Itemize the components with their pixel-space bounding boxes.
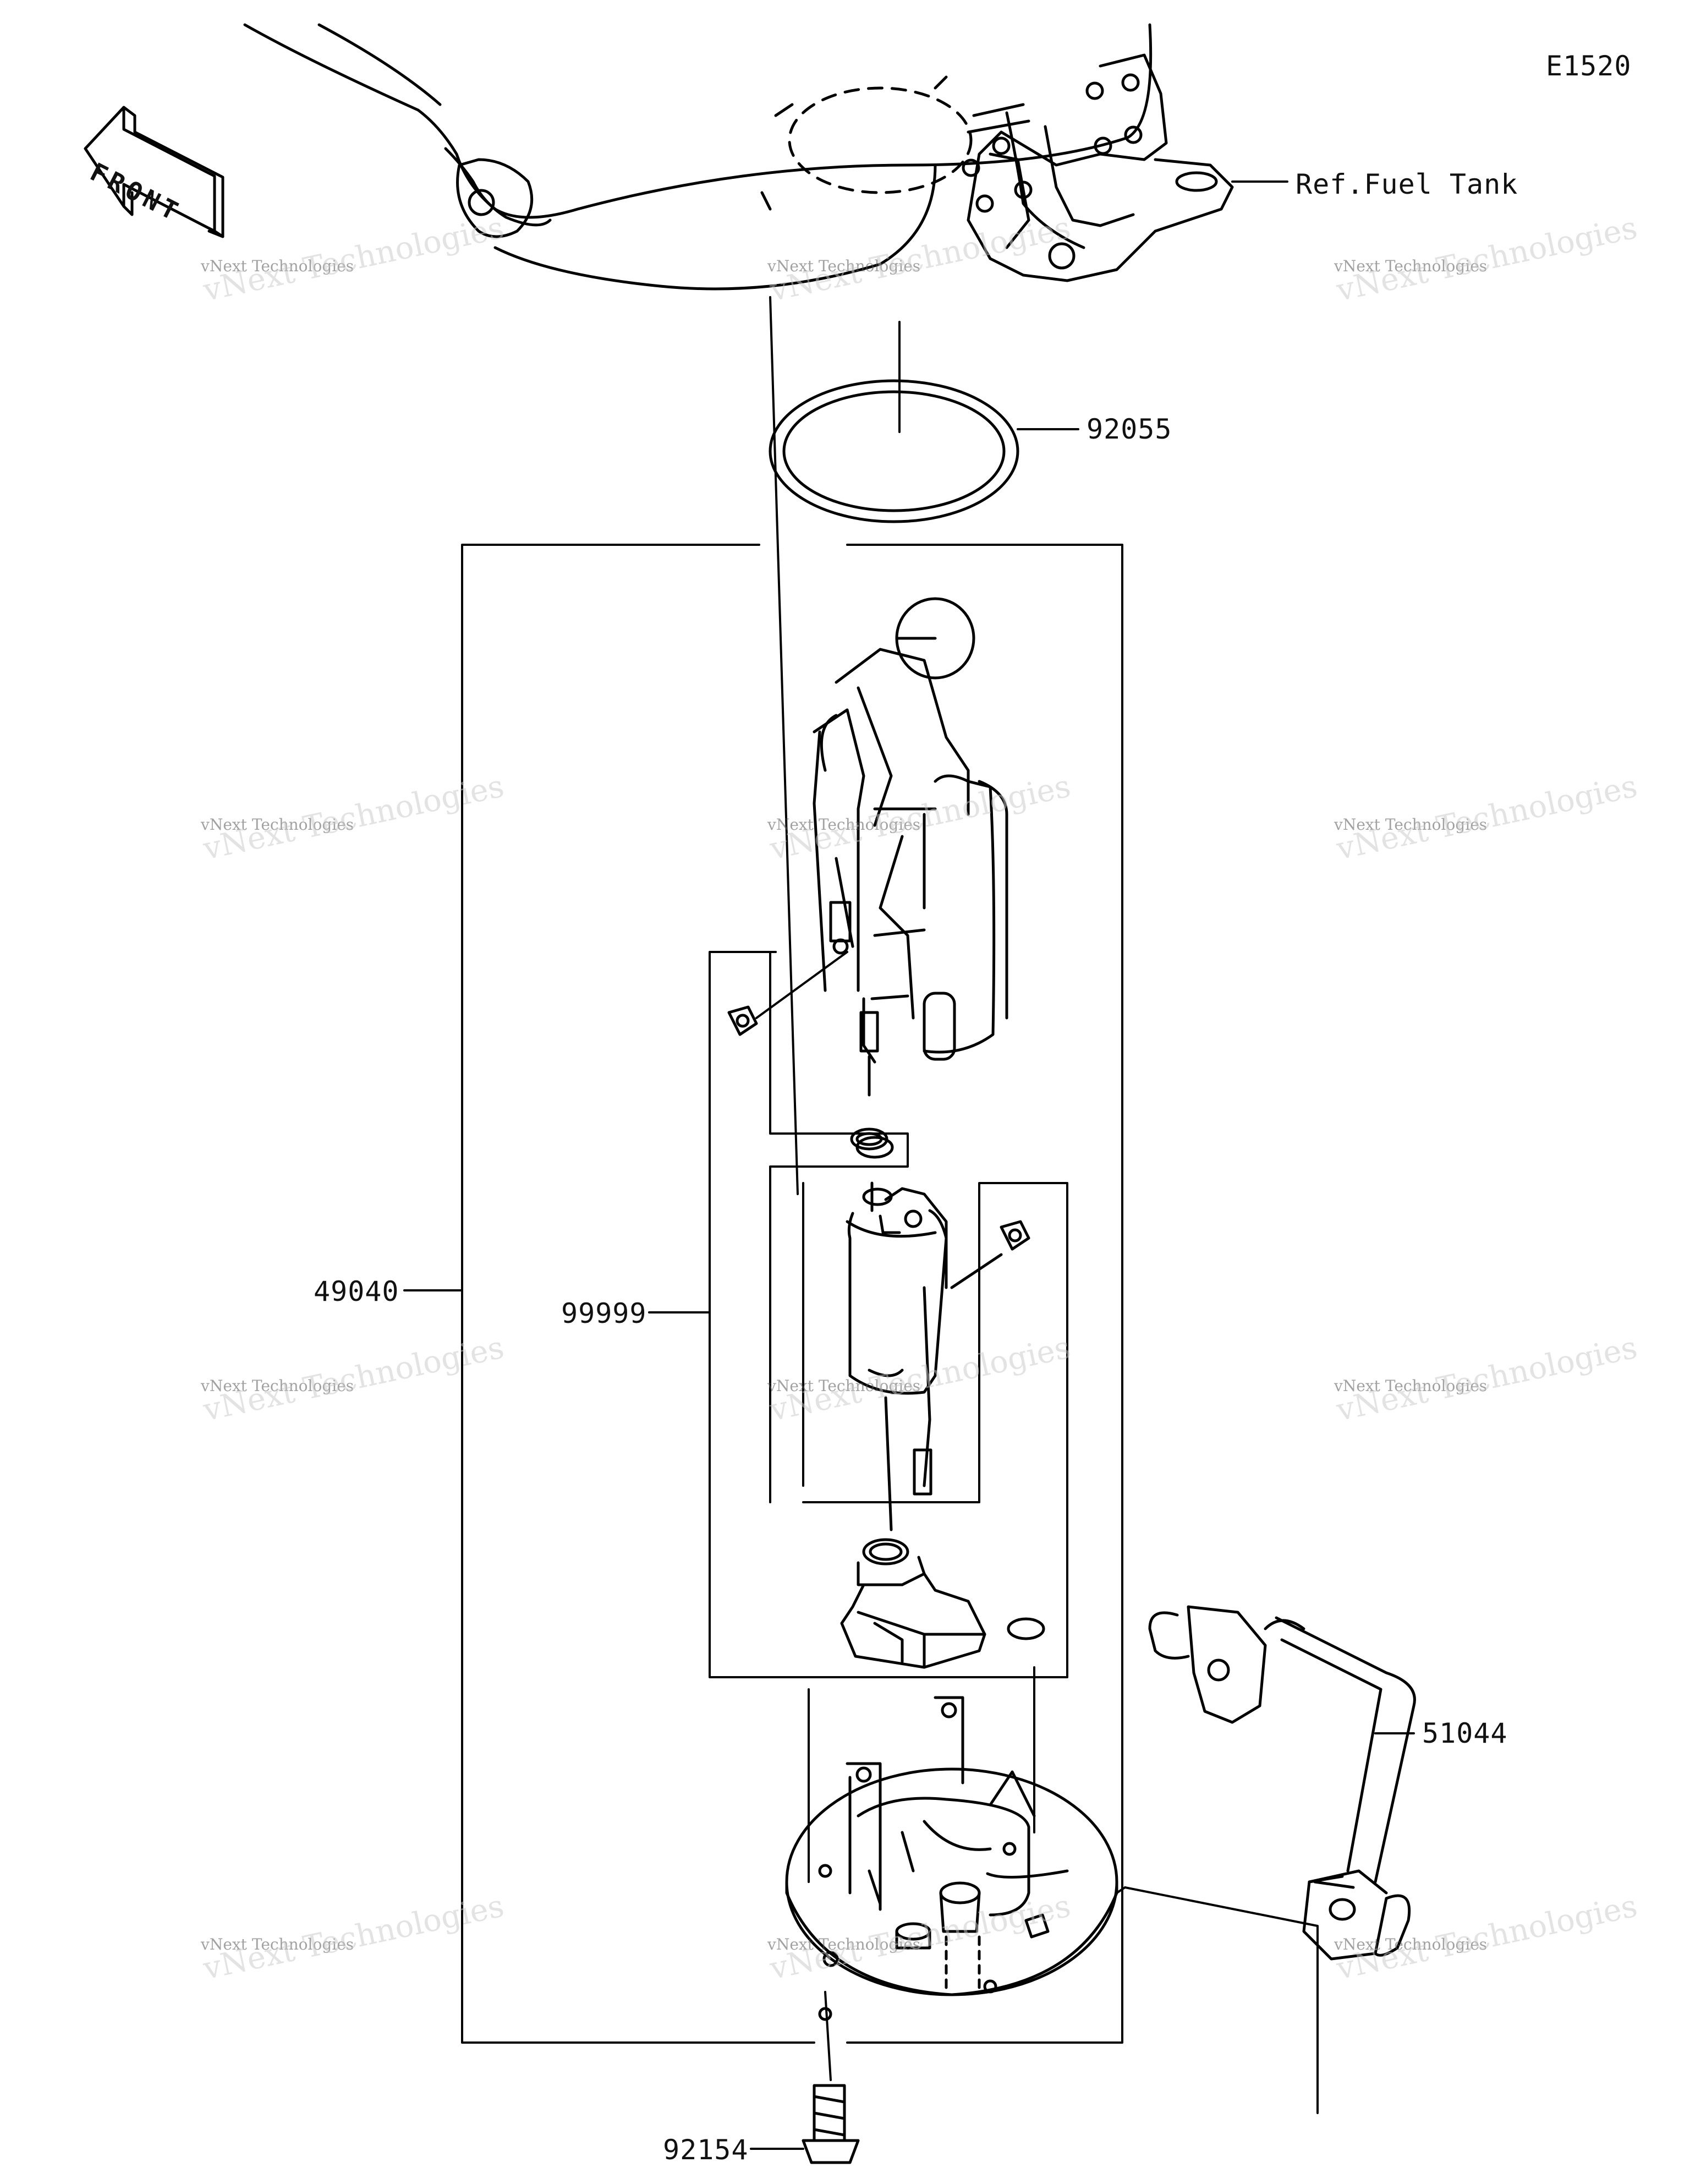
pump-assembly-frame <box>403 544 1123 2044</box>
o-ring-92055 <box>769 321 1079 523</box>
fuel-tank <box>243 23 1288 291</box>
ref-fuel-tank-label: Ref.Fuel Tank <box>1296 168 1518 200</box>
callout-99999: 99999 <box>561 1298 647 1329</box>
pump-kit-frame <box>648 951 1068 1678</box>
pump-regulator <box>840 1396 986 1669</box>
front-arrow-icon <box>84 106 224 238</box>
callout-49040: 49040 <box>314 1276 399 1307</box>
diagram-code: E1520 <box>1546 50 1632 82</box>
small-o-ring-upper <box>855 1136 894 1159</box>
small-o-ring-lower <box>1007 1617 1045 1640</box>
pump-base-flange <box>785 1666 1118 2021</box>
pump-filter-upper <box>727 597 1008 1097</box>
callout-92055: 92055 <box>1087 413 1172 445</box>
fuel-hose-51044 <box>1116 1605 1416 2114</box>
bolt-92154 <box>750 1991 860 2164</box>
callout-92154: 92154 <box>663 2134 749 2166</box>
callout-51044: 51044 <box>1422 1717 1508 1749</box>
